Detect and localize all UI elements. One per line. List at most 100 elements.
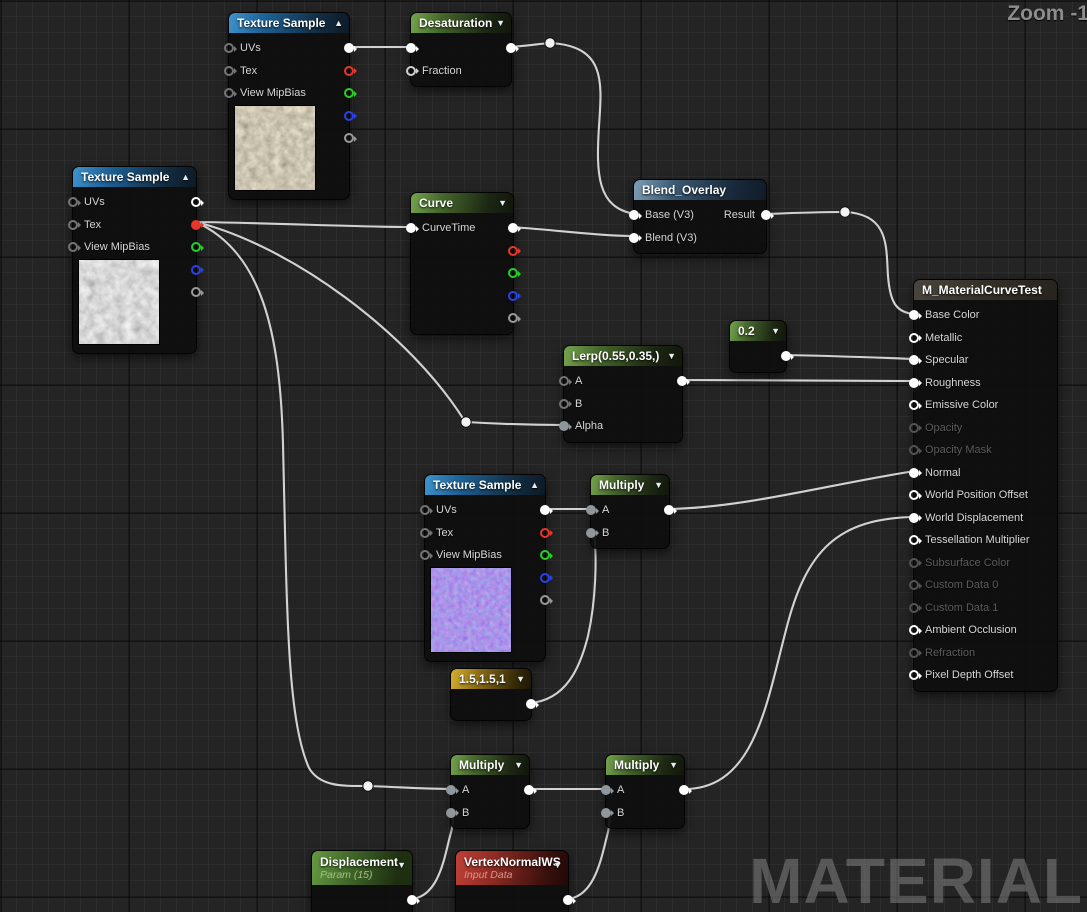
- pin-tex-in[interactable]: [224, 65, 238, 76]
- pin-out-4-out[interactable]: [344, 133, 358, 143]
- pin-view-mipbias-in[interactable]: [420, 550, 434, 560]
- pin-a-in[interactable]: [601, 785, 615, 795]
- wire[interactable]: [764, 210, 844, 216]
- wire[interactable]: [667, 469, 916, 511]
- wire[interactable]: [784, 353, 916, 361]
- node-constant-vec3[interactable]: 1.5,1.5,1▼: [450, 668, 540, 721]
- reroute-node[interactable]: [544, 37, 556, 49]
- wire[interactable]: [195, 221, 367, 788]
- pin-out-2-out[interactable]: [344, 88, 358, 98]
- reroute-node[interactable]: [460, 416, 472, 428]
- pin-out-1-out[interactable]: [191, 219, 205, 230]
- node-header[interactable]: Blend_Overlay: [634, 180, 766, 200]
- pin-uvs-in[interactable]: [224, 43, 238, 53]
- node-header[interactable]: Multiply▼: [606, 755, 684, 775]
- wire[interactable]: [680, 378, 916, 383]
- collapse-arrow-icon[interactable]: ▲: [334, 17, 343, 28]
- pin-out-4-out[interactable]: [191, 287, 205, 297]
- wire[interactable]: [682, 515, 916, 791]
- pin-normal-in[interactable]: [909, 467, 923, 478]
- pin-out-0-out[interactable]: [526, 699, 540, 709]
- node-header[interactable]: Multiply▼: [591, 475, 669, 495]
- pin-out-3-out[interactable]: [508, 290, 522, 301]
- collapse-arrow-icon[interactable]: ▼: [514, 759, 523, 770]
- pin-out-1-out[interactable]: [508, 245, 522, 256]
- wire[interactable]: [511, 225, 636, 238]
- reroute-node[interactable]: [362, 780, 374, 792]
- wire[interactable]: [549, 41, 636, 216]
- pin-a-in[interactable]: [559, 376, 573, 386]
- node-header[interactable]: M_MaterialCurveTest: [914, 280, 1057, 300]
- wire[interactable]: [410, 809, 455, 901]
- pin-alpha-in[interactable]: [559, 421, 573, 431]
- wire[interactable]: [367, 784, 453, 791]
- pin-blend-v3-in[interactable]: [629, 232, 643, 243]
- pin-out-0-out[interactable]: [506, 43, 520, 53]
- collapse-arrow-icon[interactable]: ▼: [498, 197, 507, 208]
- pin-metallic-in[interactable]: [909, 332, 923, 343]
- pin-tex-in[interactable]: [420, 527, 434, 538]
- collapse-arrow-icon[interactable]: ▼: [667, 350, 676, 361]
- pin-out-4-out[interactable]: [508, 313, 522, 323]
- node-curve[interactable]: Curve▼CurveTime: [406, 192, 522, 335]
- pin-emissive-color-in[interactable]: [909, 400, 923, 410]
- pin-b-in[interactable]: [559, 398, 573, 409]
- collapse-arrow-icon[interactable]: ▼: [669, 759, 678, 770]
- pin-out-0-out[interactable]: [191, 197, 205, 207]
- wire[interactable]: [195, 220, 413, 229]
- pin-out-3-out[interactable]: [191, 264, 205, 275]
- pin-view-mipbias-in[interactable]: [224, 88, 238, 98]
- pin-tessellation-multiplier-in[interactable]: [909, 535, 923, 545]
- pin-base-color-in[interactable]: [909, 310, 923, 320]
- node-header[interactable]: 0.2▼: [730, 321, 786, 341]
- node-desaturation[interactable]: Desaturation▼Fraction: [406, 12, 520, 87]
- pin-out-0-out[interactable]: [679, 785, 693, 795]
- pin-specular-in[interactable]: [909, 355, 923, 365]
- pin-roughness-in[interactable]: [909, 377, 923, 388]
- pin-in-0-in[interactable]: [406, 43, 420, 53]
- collapse-arrow-icon[interactable]: ▼: [771, 325, 780, 336]
- node-header[interactable]: Multiply▼: [451, 755, 529, 775]
- pin-out-2-out[interactable]: [540, 550, 554, 560]
- pin-ambient-occlusion-in[interactable]: [909, 625, 923, 635]
- pin-out-0-out[interactable]: [344, 43, 358, 53]
- pin-out-0-out[interactable]: [677, 376, 691, 386]
- collapse-arrow-icon[interactable]: ▲: [181, 171, 190, 182]
- pin-out-1-out[interactable]: [344, 65, 358, 76]
- pin-b-in[interactable]: [601, 807, 615, 818]
- pin-view-mipbias-in[interactable]: [68, 242, 82, 252]
- node-header[interactable]: Curve▼: [411, 193, 513, 213]
- pin-uvs-in[interactable]: [68, 197, 82, 207]
- pin-out-0-out[interactable]: [664, 505, 678, 515]
- pin-b-in[interactable]: [446, 807, 460, 818]
- pin-b-in[interactable]: [586, 527, 600, 538]
- wire[interactable]: [195, 220, 465, 421]
- wire[interactable]: [465, 420, 566, 427]
- pin-out-0-out[interactable]: [781, 351, 795, 361]
- pin-out-4-out[interactable]: [540, 595, 554, 605]
- pin-out-0-out[interactable]: [524, 785, 538, 795]
- collapse-arrow-icon[interactable]: ▼: [553, 859, 562, 870]
- collapse-arrow-icon[interactable]: ▼: [496, 17, 505, 28]
- pin-curvetime-in[interactable]: [406, 223, 420, 233]
- collapse-arrow-icon[interactable]: ▼: [516, 673, 525, 684]
- node-constant-0-2[interactable]: 0.2▼: [729, 320, 795, 373]
- pin-a-in[interactable]: [586, 505, 600, 515]
- pin-out-1-out[interactable]: [540, 527, 554, 538]
- wire[interactable]: [529, 531, 597, 705]
- collapse-arrow-icon[interactable]: ▲: [530, 479, 539, 490]
- node-header[interactable]: Lerp(0.55,0.35,)▼: [564, 346, 682, 366]
- node-header[interactable]: Desaturation▼: [411, 13, 511, 33]
- pin-base-v3-in[interactable]: [629, 210, 643, 220]
- pin-world-displacement-in[interactable]: [909, 512, 923, 523]
- pin-out-0-out[interactable]: [540, 505, 554, 515]
- pin-out-0-out[interactable]: [407, 895, 421, 905]
